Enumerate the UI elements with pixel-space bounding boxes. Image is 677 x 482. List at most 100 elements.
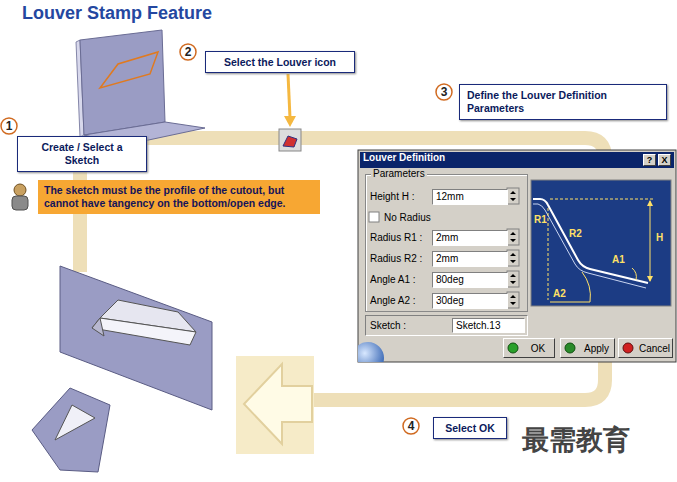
callout-number: 3: [435, 85, 453, 99]
note-icon: [12, 196, 28, 210]
step-box-text: Select OK: [445, 422, 495, 435]
dimension-label: A2: [553, 288, 566, 300]
note-icon: [14, 184, 26, 196]
step-box-text: Create / Select a Sketch: [25, 141, 139, 167]
cancel-icon: [623, 343, 633, 353]
louver-profile: [533, 204, 646, 288]
sketch-panel: Sketch : Sketch.13: [365, 315, 528, 336]
title-button-text: ?: [647, 156, 653, 165]
input-field-text: 2mm: [436, 253, 458, 265]
parameters-group-text: No Radius: [384, 212, 431, 224]
input-field-text: Sketch.13: [456, 320, 500, 332]
callout-circle: [403, 418, 419, 434]
louver-plate: [60, 266, 212, 410]
sketch-panel-text: Sketch :: [370, 320, 406, 332]
note-bar: The sketch must be the profile of the cu…: [38, 180, 320, 214]
title-button: X: [658, 154, 671, 166]
louver-sketch: [100, 52, 158, 88]
dialog-logo: [358, 342, 384, 362]
dialog-window: Louver Definition? X ParametersHeight H : N…: [358, 150, 676, 362]
input-field-text: 12mm: [436, 191, 464, 203]
parameters-group: ParametersHeight H :No RadiusRadius R1 :…: [365, 174, 528, 312]
parameters-group-text: Parameters: [371, 168, 427, 180]
callout-number: 4: [402, 419, 420, 433]
callout-number: 2: [179, 45, 197, 59]
slide-title: Louver Stamp Feature: [22, 3, 212, 24]
dialog-button-text: Cancel: [639, 343, 670, 354]
louver-icon-glyph: [283, 136, 297, 147]
input-field-text: 80deg: [436, 274, 464, 286]
angle-arc: [632, 268, 636, 280]
step-box: Define the Louver Definition Parameters: [459, 84, 667, 120]
louver-profile: [533, 199, 648, 283]
louver-section: [32, 388, 110, 472]
input-field: 30deg: [432, 293, 508, 309]
angle-arc: [582, 272, 590, 302]
input-field: 12mm: [432, 189, 508, 205]
extension-line: [548, 208, 549, 300]
preview-panel: [531, 180, 671, 306]
louver-end: [92, 318, 104, 336]
dimension-arrowhead: [647, 276, 653, 282]
dialog-button-text: OK: [531, 343, 545, 354]
dimension-label: R1: [534, 214, 547, 226]
callout-circle: [436, 84, 452, 100]
input-field-text: 30deg: [436, 295, 464, 307]
spinner: [507, 250, 519, 266]
step-box-text: Define the Louver Definition Parameters: [467, 89, 659, 115]
dimension-label: R2: [569, 228, 582, 240]
louver-icon: [279, 129, 301, 151]
parameters-group-text: Radius R1 :: [370, 232, 422, 244]
note-bar-text: The sketch must be the profile of the cu…: [44, 184, 314, 210]
dialog-button: OK: [503, 338, 555, 358]
callout-number: 1: [0, 119, 18, 133]
callout-circle: [180, 44, 196, 60]
title-button-text: X: [661, 156, 667, 165]
checkbox: [369, 212, 379, 222]
step-box: Select OK: [433, 417, 507, 439]
dialog-titlebar: [360, 152, 674, 168]
input-field-text: 2mm: [436, 232, 458, 244]
dimension-arrowhead: [647, 200, 653, 206]
callout-circle: [1, 118, 17, 134]
spinner: [507, 229, 519, 245]
ok-icon: [508, 343, 518, 353]
pointer-arrow: [288, 74, 290, 118]
parameters-group-text: Angle A2 :: [370, 295, 416, 307]
watermark: 最需教育: [522, 424, 630, 456]
spinner: [507, 292, 519, 308]
spinner: [507, 188, 519, 204]
dialog-button: Cancel: [618, 338, 673, 358]
dimension-label: A1: [612, 254, 625, 266]
vertical-plate: [80, 30, 165, 135]
step-box: Select the Louver icon: [205, 51, 355, 73]
dimension-line: [650, 201, 651, 281]
dialog-button: Apply: [560, 338, 615, 358]
title-button: ?: [643, 154, 656, 166]
apply-icon: [565, 343, 575, 353]
dimension-label: H: [656, 232, 663, 244]
input-field: 2mm: [432, 230, 508, 246]
louver-section-cut: [55, 405, 95, 440]
extension-line: [550, 199, 654, 200]
pointer-arrowhead: [284, 116, 296, 127]
input-field: 80deg: [432, 272, 508, 288]
spinner-arrows: [510, 191, 516, 305]
return-arrow: [244, 364, 312, 444]
arrow-ground: [236, 356, 314, 454]
angle-dimension: [550, 302, 590, 303]
parameters-group-text: Angle A1 :: [370, 274, 416, 286]
parameters-group-text: Radius R2 :: [370, 253, 422, 265]
parameters-group-text: Height H :: [370, 191, 414, 203]
input-field: Sketch.13: [452, 318, 525, 333]
step-box-text: Select the Louver icon: [224, 56, 336, 69]
dialog-button-text: Apply: [584, 343, 609, 354]
step-box: Create / Select a Sketch: [17, 136, 147, 172]
input-field: 2mm: [432, 251, 508, 267]
dialog-body: [358, 150, 676, 362]
dialog-window-text: Louver Definition: [363, 152, 445, 163]
louver-front: [92, 318, 196, 345]
spinner: [507, 271, 519, 287]
